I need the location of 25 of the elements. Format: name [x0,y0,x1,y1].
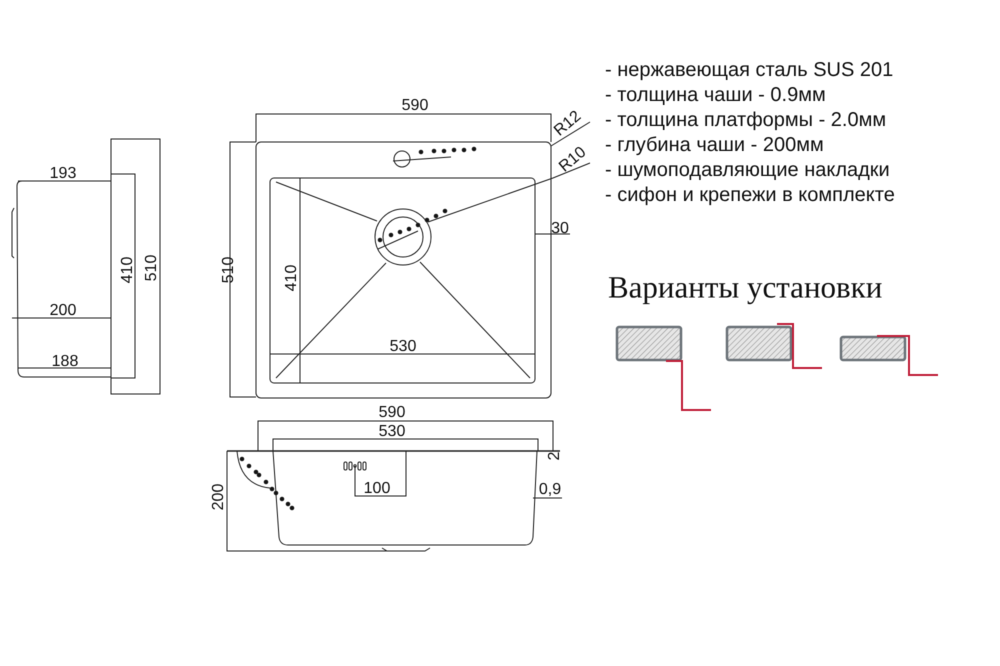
spec-text: - сифон и крепежи в комплекте [605,185,895,205]
dimension-label: R10 [556,144,590,176]
dimension-label: 2 [547,452,563,460]
dimension-label: 590 [378,405,406,421]
spec-text: - шумоподавляющие накладки [605,160,890,180]
dimension-label: 200 [50,303,76,319]
dimension-label: 200 [211,484,227,510]
dimension-label: 30 [551,221,569,237]
dimension-label: 590 [402,98,428,114]
dimension-label: 193 [50,166,76,182]
dimension-label: 530 [378,424,406,440]
dimension-label: 510 [144,254,160,282]
dimension-label: 0,9 [538,482,562,498]
dimension-label: 510 [221,256,237,284]
spec-text: - толщина платформы - 2.0мм [605,110,886,130]
dimension-label: 530 [390,339,416,355]
dimension-label: 410 [284,264,300,292]
spec-text: - толщина чаши - 0.9мм [605,85,826,105]
spec-text: - глубина чаши - 200мм [605,135,824,155]
dimension-label: 100 [364,481,390,497]
dimension-label: 188 [52,354,78,370]
dimension-label: 410 [120,256,136,284]
section-heading: Варианты установки [608,272,882,302]
spec-text: - нержавеющая сталь SUS 201 [605,60,894,80]
dimension-label: R12 [552,108,584,140]
